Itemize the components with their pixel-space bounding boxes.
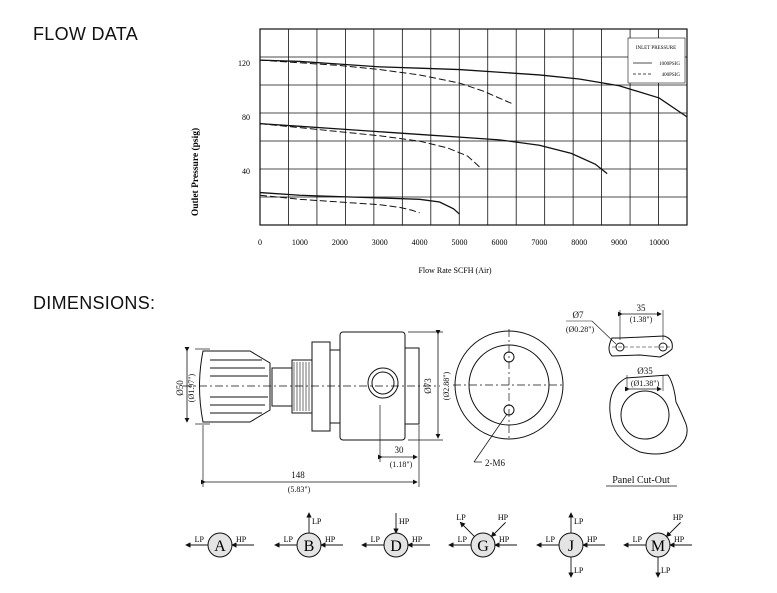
lp-label: LP <box>284 535 294 544</box>
dim-148-label: 148 <box>291 470 305 480</box>
hp-label: HP <box>674 535 685 544</box>
port-arrow-tr <box>665 522 681 538</box>
port-config-m: M LP HP LP HP <box>623 513 692 578</box>
hp-label: HP <box>412 535 423 544</box>
x-tick-label: 8000 <box>571 238 587 247</box>
dim-30-label: 30 <box>395 445 405 455</box>
x-tick-label: 3000 <box>372 238 388 247</box>
knob-outline <box>199 350 271 423</box>
mounting-hole-top <box>503 351 515 363</box>
dim-m6-label: 2-M6 <box>485 458 505 468</box>
chart-grid <box>259 28 688 226</box>
panel-cutout-label: Panel Cut-Out <box>612 475 670 486</box>
flow-data-heading: FLOW DATA <box>33 24 139 44</box>
hp-label: HP <box>236 535 247 544</box>
hp-label: HP <box>325 535 336 544</box>
x-tick-label: 10000 <box>649 238 669 247</box>
plot-frame <box>259 28 688 226</box>
series-line <box>259 123 480 168</box>
port-label-bottom: LP <box>661 566 671 575</box>
dim-d50in-label: (Ø1.97") <box>187 373 196 402</box>
port-label-tr: HP <box>673 513 684 522</box>
dim-d35-label: Ø35 <box>637 366 653 376</box>
x-tick-label: 7000 <box>531 238 547 247</box>
x-axis-label: Flow Rate SCFH (Air) <box>418 266 491 275</box>
legend-title: INLET PRESSURE <box>636 46 676 51</box>
dimensions-heading: DIMENSIONS: <box>33 293 156 313</box>
port-config-g: G LP HP LP HP <box>448 513 517 558</box>
bonnet-ring <box>311 341 331 432</box>
lp-label: LP <box>195 535 205 544</box>
port-label-bottom: LP <box>574 566 584 575</box>
port-label-top: LP <box>574 517 584 526</box>
port-arrow-tr <box>490 522 506 538</box>
dim-35in-label: (1.38") <box>630 315 653 324</box>
port-letter: J <box>568 538 574 555</box>
x-tick-label: 6000 <box>491 238 507 247</box>
port-letter: M <box>651 538 665 555</box>
dim-148in-label: (5.83") <box>288 485 311 494</box>
cutout-circle <box>620 390 670 440</box>
x-tick-label: 2000 <box>332 238 348 247</box>
x-tick-label: 5000 <box>452 238 468 247</box>
hp-label: HP <box>499 535 510 544</box>
y-tick-label: 40 <box>242 167 250 176</box>
port-config-a: A LP HP <box>185 532 254 558</box>
x-tick-label: 1000 <box>292 238 308 247</box>
port-label-top: LP <box>312 517 322 526</box>
y-tick-label: 120 <box>238 59 250 68</box>
cutout-outline <box>609 374 688 455</box>
lp-label: LP <box>633 535 643 544</box>
dim-d7-label: Ø7 <box>573 310 584 320</box>
x-tick-label: 0 <box>258 238 262 247</box>
threaded-neck <box>271 367 293 407</box>
port-letter: D <box>390 538 402 555</box>
chart-plot: INLET PRESSURE 1000PSIG 400PSIG 0 1000 2000 30… <box>190 28 688 275</box>
port-label-tr: HP <box>498 513 509 522</box>
y-tick-label: 80 <box>242 113 250 122</box>
lp-label: LP <box>546 535 556 544</box>
series-line <box>259 59 512 104</box>
mounting-hole-bottom <box>503 404 515 416</box>
panel-cutout <box>566 310 688 487</box>
legend-box <box>627 37 686 84</box>
x-tick-label: 4000 <box>412 238 428 247</box>
port-label-tl: LP <box>456 513 466 522</box>
port-letter: G <box>477 538 489 555</box>
series-line <box>259 122 608 175</box>
y-axis-label: Outlet Pressure (psig) <box>190 128 201 216</box>
dim-d73in-label: (Ø2.88") <box>442 371 451 400</box>
regulator-front-view <box>453 329 565 463</box>
port-letter: A <box>214 538 226 555</box>
bracket-outline <box>608 335 673 358</box>
dim-35-label: 35 <box>637 303 647 313</box>
legend-item: 400PSIG <box>662 73 681 78</box>
port-label-top: HP <box>399 517 410 526</box>
dim-30in-label: (1.18") <box>390 460 413 469</box>
legend-item: 1000PSIG <box>659 62 680 67</box>
series-line <box>259 191 460 215</box>
lp-label: LP <box>371 535 381 544</box>
x-tick-label: 9000 <box>611 238 627 247</box>
dim-d7in-label: (Ø0.28") <box>566 325 595 334</box>
hp-label: HP <box>587 535 598 544</box>
port-arrow-tl <box>459 521 475 537</box>
dim-d73-label: Ø73 <box>423 378 433 394</box>
gauge-port <box>367 367 399 399</box>
series-line <box>259 59 688 118</box>
regulator-side-view <box>183 330 443 487</box>
dim-d35in-label: (Ø1.38") <box>631 379 660 388</box>
dim-d50-label: Ø50 <box>175 380 185 396</box>
port-letter: B <box>304 538 315 555</box>
series-line <box>259 194 420 214</box>
lp-label: LP <box>458 535 468 544</box>
